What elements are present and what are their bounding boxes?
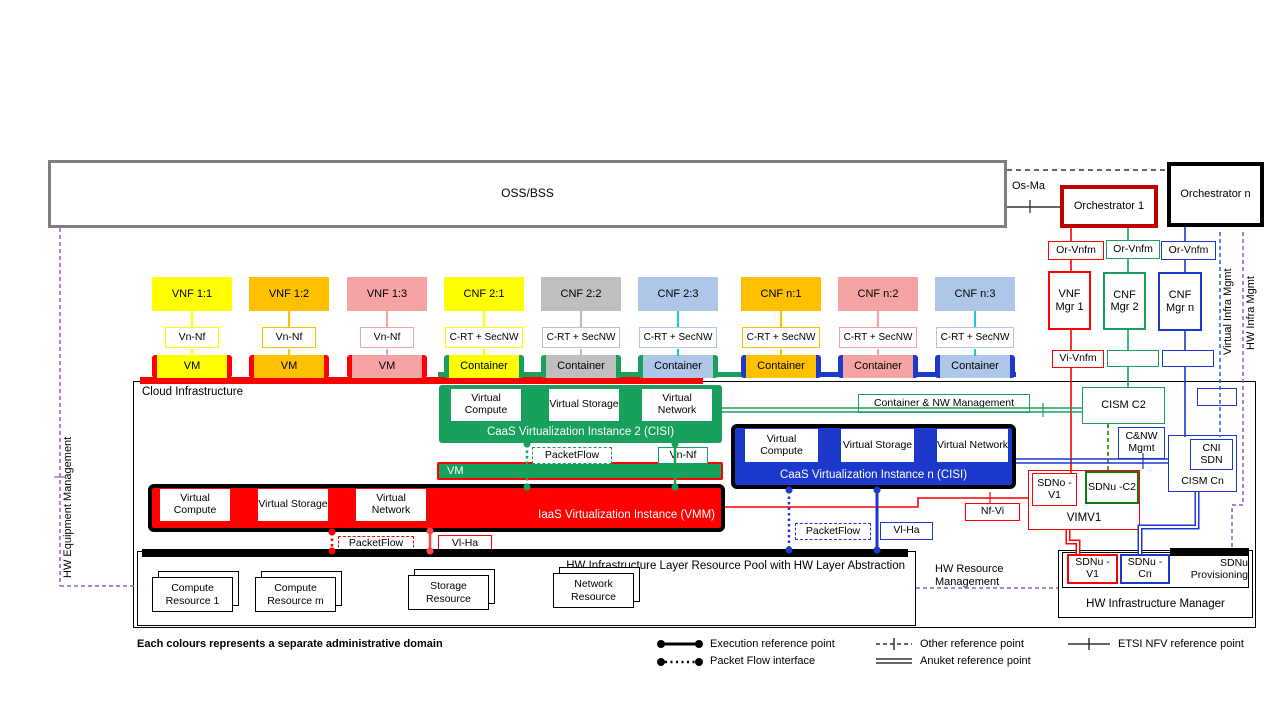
vnf-1-2-box: VNF 1:2 — [249, 277, 329, 311]
storage-resource-label: Storage Resource — [408, 575, 489, 610]
cnf-n-3-box: CNF n:3 — [935, 277, 1015, 311]
cism-c2-box: CISM C2 — [1082, 387, 1165, 424]
cnf-mgr-2-box: CNF Mgr 2 — [1103, 272, 1146, 330]
crt-secnw-label-3: C-RT + SecNW — [639, 327, 717, 348]
cnf-n-1-box: CNF n:1 — [741, 277, 821, 311]
crt-secnw-label-2: C-RT + SecNW — [542, 327, 620, 348]
vnf-1-1-box: VNF 1:1 — [152, 277, 232, 311]
iaas-title: IaaS Virtualization Instance (VMM) — [538, 508, 715, 521]
vnf-mgr-1-box: VNF Mgr 1 — [1048, 271, 1091, 330]
crt-secnw-label-4: C-RT + SecNW — [742, 327, 820, 348]
vn-nf-label-1: Vn-Nf — [165, 327, 219, 348]
oss-bss-box: OSS/BSS — [48, 160, 1007, 228]
compute-resource-1-label: Compute Resource 1 — [152, 577, 233, 612]
container-box-3: Container — [638, 355, 718, 378]
sdno-v1-box: SDNo -V1 — [1032, 473, 1077, 506]
sdnu-provisioning-bar — [1170, 548, 1249, 556]
container-box-2: Container — [541, 355, 621, 378]
or-vnfm-n-label: Or-Vnfm — [1161, 241, 1216, 260]
legend-packetflow-label: Packet Flow interface — [710, 655, 816, 667]
legend-execution-label: Execution reference point — [710, 638, 835, 650]
caas2-virtual-storage: Virtual Storage — [549, 389, 619, 421]
vn-nf-green-label: Vn-Nf — [658, 447, 708, 464]
vm-layer-bar: VM — [437, 462, 723, 480]
sdnu-provisioning-label: SDNu Provisioning — [1190, 557, 1248, 581]
iaas-virtual-compute: Virtual Compute — [160, 489, 230, 521]
container-box-1: Container — [444, 355, 524, 378]
container-box-5: Container — [838, 355, 918, 378]
cnf-2-3-box: CNF 2:3 — [638, 277, 718, 311]
vnf-1-3-box: VNF 1:3 — [347, 277, 427, 311]
caasn-virtual-network: Virtual Network — [937, 429, 1008, 462]
cnf-2-1-box: CNF 2:1 — [444, 277, 524, 311]
vi-vnfm-green-box — [1107, 350, 1159, 367]
legend-packetflow-symbol — [657, 658, 703, 666]
packetflow-green-label: PacketFlow — [532, 447, 612, 464]
cnw-mgmt-box: C&NW Mgmt — [1118, 427, 1165, 459]
caas2-virtual-network: Virtual Network — [642, 389, 712, 421]
legend-anuket-label: Anuket reference point — [920, 655, 1031, 667]
vn-nf-label-3: Vn-Nf — [360, 327, 414, 348]
os-ma-line — [1007, 200, 1060, 213]
network-resource: Network Resource — [553, 567, 640, 608]
caasn-title: CaaS Virtualization Instance n (CISI) — [779, 468, 968, 481]
cloud-blue-empty-box — [1197, 388, 1237, 406]
hw-resource-mgmt-label: HW Resource Management — [935, 563, 1004, 588]
crt-secnw-label-1: C-RT + SecNW — [445, 327, 523, 348]
vi-vnfm-label: Vi-Vnfm — [1052, 350, 1104, 368]
crt-secnw-label-6: C-RT + SecNW — [936, 327, 1014, 348]
crt-secnw-label-5: C-RT + SecNW — [839, 327, 917, 348]
legend-anuket-symbol — [876, 658, 912, 664]
orchestrator-n-box: Orchestrator n — [1167, 162, 1264, 227]
hw-pool-abstraction-bar — [142, 549, 908, 557]
compute-resource-m: Compute Resource m — [255, 571, 342, 612]
hw-pool-title: HW Infrastructure Layer Resource Pool wi… — [566, 560, 905, 573]
iaas-red-bar — [140, 377, 703, 384]
footnote: Each colours represents a separate admin… — [137, 638, 443, 650]
hw-equipment-mgmt-label: HW Equipment Management — [62, 436, 74, 578]
legend-other-symbol — [876, 638, 912, 650]
container-nw-mgmt-label: Container & NW Management — [858, 394, 1030, 413]
sdnu-c2-box: SDNu -C2 — [1085, 471, 1139, 504]
os-ma-label: Os-Ma — [1012, 180, 1045, 192]
caasn-virtual-compute: Virtual Compute — [745, 429, 818, 462]
network-resource-label: Network Resource — [553, 573, 634, 608]
hw-infra-mgmt-label: HW Infra Mgmt — [1245, 276, 1257, 350]
storage-resource: Storage Resource — [408, 569, 495, 610]
container-box-4: Container — [741, 355, 821, 378]
container-box-6: Container — [935, 355, 1015, 378]
caas2-virtual-compute: Virtual Compute — [451, 389, 521, 421]
vi-vnfm-blue-box — [1162, 350, 1214, 367]
legend-etsi-label: ETSI NFV reference point — [1118, 638, 1244, 650]
packetflow-blue-label: PacketFlow — [795, 523, 871, 540]
iaas-virtual-storage: Virtual Storage — [258, 489, 328, 521]
cni-sdn-box: CNI SDN — [1190, 439, 1233, 470]
cnf-n-2-box: CNF n:2 — [838, 277, 918, 311]
or-vnfm-2-label: Or-Vnfm — [1106, 240, 1160, 259]
caas2-title: CaaS Virtualization Instance 2 (CISI) — [486, 425, 675, 438]
compute-resource-m-label: Compute Resource m — [255, 577, 336, 612]
or-vnfm-1-label: Or-Vnfm — [1048, 241, 1104, 260]
cloud-infrastructure-label: Cloud Infrastructure — [142, 386, 243, 398]
legend-etsi-symbol — [1068, 638, 1110, 650]
vm-layer-label: VM — [447, 465, 464, 477]
sdnu-cn-box: SDNu -Cn — [1120, 554, 1170, 584]
cnf-mgr-n-box: CNF Mgr n — [1158, 272, 1202, 331]
compute-resource-1: Compute Resource 1 — [152, 571, 239, 612]
legend-other-label: Other reference point — [920, 638, 1024, 650]
iaas-box — [148, 484, 725, 532]
iaas-virtual-network: Virtual Network — [356, 489, 426, 521]
legend-execution-symbol — [657, 640, 703, 648]
orchestrator-1-box: Orchestrator 1 — [1060, 185, 1158, 228]
vm-box-1: VM — [152, 355, 232, 378]
nf-vi-label: Nf-Vi — [965, 503, 1020, 521]
cnf-2-2-box: CNF 2:2 — [541, 277, 621, 311]
vn-nf-label-2: Vn-Nf — [262, 327, 316, 348]
caasn-virtual-storage: Virtual Storage — [841, 429, 914, 462]
vm-box-2: VM — [249, 355, 329, 378]
vm-box-3: VM — [347, 355, 427, 378]
virtual-infra-mgmt-label: Virtual Infra Mgmt — [1222, 268, 1234, 355]
sdnu-v1-box: SDNu -V1 — [1067, 554, 1118, 584]
vl-ha-blue-label: Vl-Ha — [880, 522, 933, 540]
